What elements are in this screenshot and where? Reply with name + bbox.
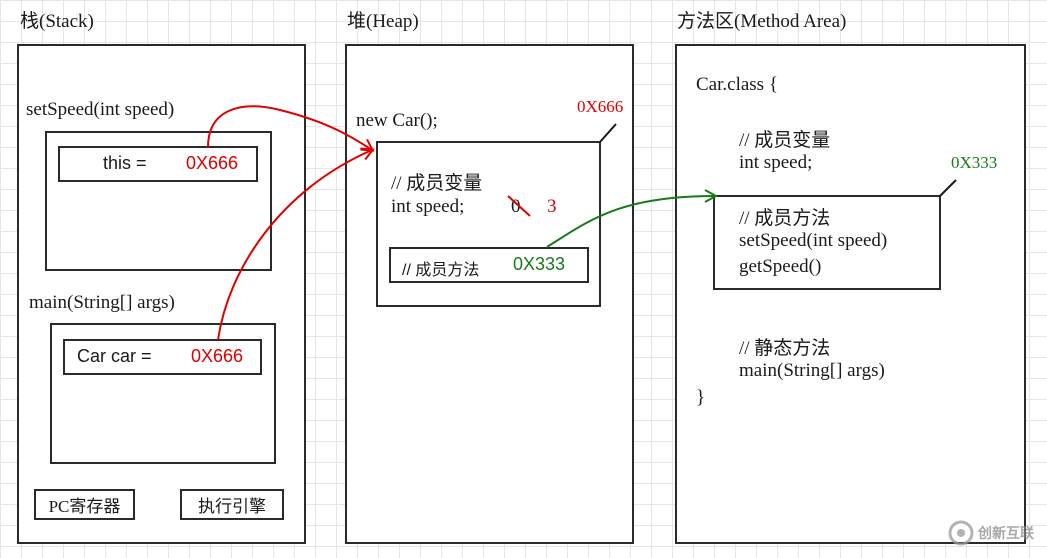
heap-object-address: 0X666	[577, 97, 624, 116]
setspeed-frame-label: setSpeed(int speed)	[26, 99, 175, 120]
heap-methods-cell	[389, 247, 589, 283]
heap-field-line: int speed;	[391, 196, 465, 217]
car-variable-value: 0X666	[191, 346, 244, 366]
method-setspeed: setSpeed(int speed)	[739, 230, 888, 251]
exec-engine-box	[180, 489, 284, 520]
method-getspeed: getSpeed()	[739, 256, 822, 277]
this-variable-value: 0X666	[186, 153, 239, 173]
new-car-label: new Car();	[356, 110, 438, 131]
stack-title: 栈(Stack)	[20, 11, 94, 32]
static-methods-comment: // 静态方法	[739, 338, 831, 359]
new-speed-value: 3	[547, 196, 557, 217]
pc-register-label: PC寄存器	[48, 497, 121, 516]
car-variable-name: Car car =	[77, 346, 152, 366]
method-area-title: 方法区(Method Area)	[677, 11, 847, 32]
class-member-vars-comment: // 成员变量	[739, 130, 831, 151]
car-variable-cell	[63, 339, 262, 375]
pc-register-box	[34, 489, 135, 520]
heap-methods-comment: // 成员方法	[402, 262, 480, 279]
watermark-logo-icon	[948, 520, 974, 546]
class-open: Car.class {	[696, 74, 778, 95]
class-close: }	[696, 387, 706, 408]
heap-title: 堆(Heap)	[347, 11, 419, 32]
watermark-text: 创新互联	[978, 525, 1034, 541]
method-area-panel	[675, 44, 1026, 544]
watermark: 创新互联	[948, 520, 1034, 546]
class-methods-box	[713, 195, 941, 290]
heap-member-vars-comment: // 成员变量	[391, 173, 483, 194]
static-method-main: main(String[] args)	[739, 360, 885, 381]
heap-methods-ref: 0X333	[513, 254, 566, 274]
old-speed-value: 0	[511, 196, 521, 217]
class-field-line: int speed;	[739, 152, 813, 173]
class-methods-address: 0X333	[951, 153, 998, 172]
main-frame-label: main(String[] args)	[29, 292, 175, 313]
exec-engine-label: 执行引擎	[198, 497, 266, 516]
this-variable-name: this =	[103, 153, 147, 173]
class-methods-comment: // 成员方法	[739, 208, 831, 229]
